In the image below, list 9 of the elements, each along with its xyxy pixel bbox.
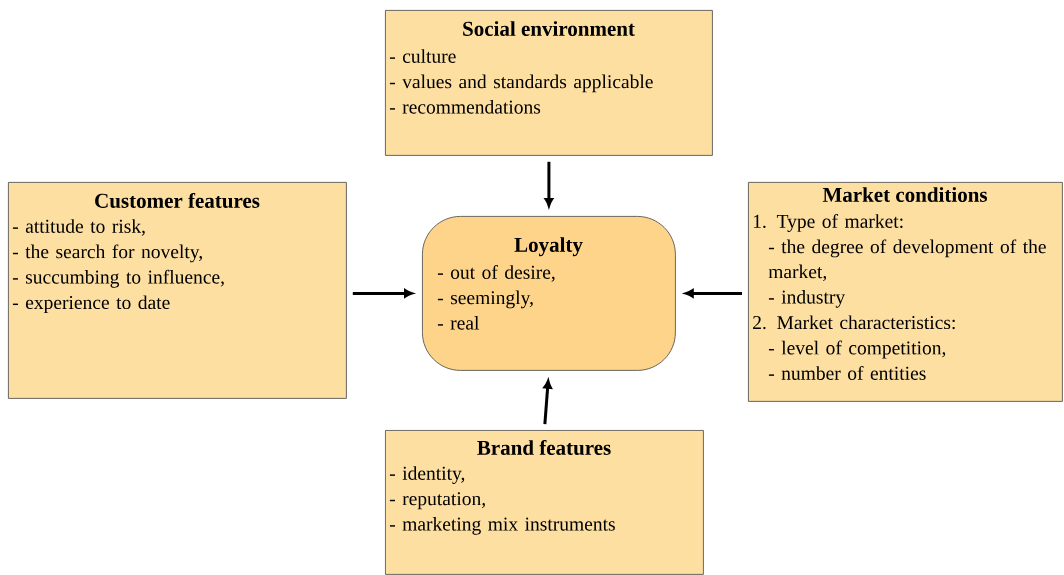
arrow — [543, 379, 552, 425]
text-box: Market conditions 1. Type of market: - the degree of development of the market, - industry 2. Market characteristics: - level of competition, - number of entities — [748, 182, 1063, 402]
rounded-box: Loyalty - out of desire, - seemingly, - real — [422, 216, 676, 371]
text-box: Brand features - identity, - reputation, - marketing mix instruments — [385, 430, 704, 575]
arrow — [544, 161, 554, 208]
arrow — [684, 289, 742, 298]
arrow — [352, 289, 414, 298]
text-box: Customer features - attitude to risk, - the search for novelty, - succumbing to influence, - experience to date — [8, 182, 347, 399]
text-box: Social environment - culture - values and standards applicable - recommendations — [385, 10, 713, 156]
